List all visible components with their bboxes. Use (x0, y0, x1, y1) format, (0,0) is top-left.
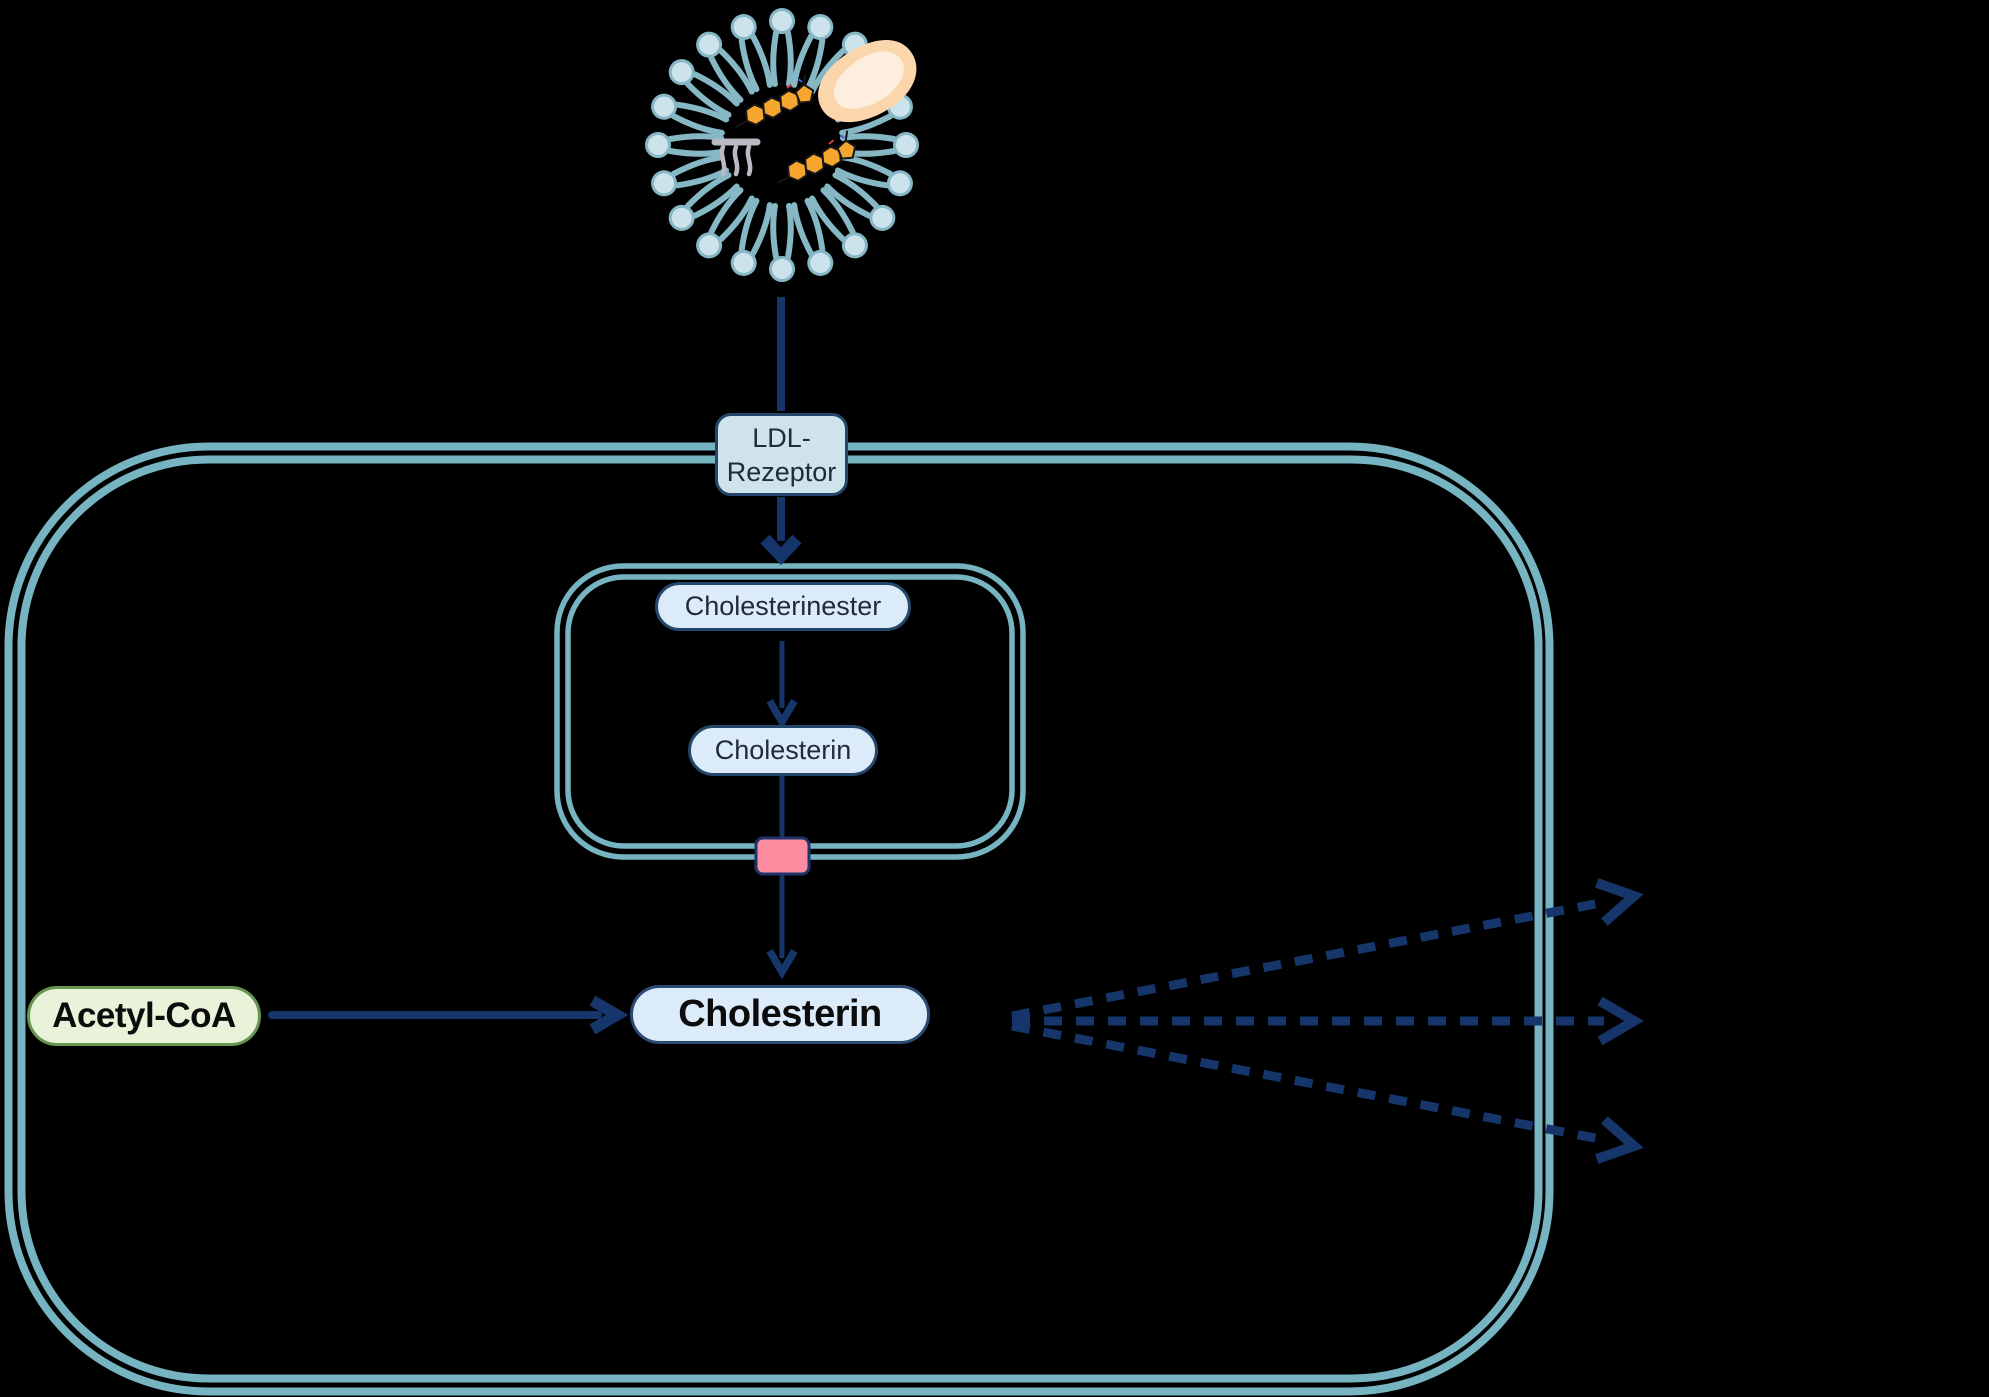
synthesis-arrow (268, 1001, 617, 1030)
acetyl-coa-box: Acetyl-CoA (27, 986, 261, 1046)
apolipoprotein-icon (818, 40, 917, 123)
cholesterin-main-label: Cholesterin (678, 993, 882, 1035)
phospholipid-icon (836, 153, 914, 198)
transporter-icon (754, 836, 811, 876)
cholesterin-endosome-pill: Cholesterin (688, 725, 878, 776)
triglyceride-icon (711, 138, 761, 177)
receptor-entry-arrow (765, 497, 797, 556)
ldl-receptor-line2: Rezeptor (726, 456, 837, 487)
cholesterinester-label: Cholesterinester (684, 591, 882, 621)
dashed-arrow-up (1011, 876, 1638, 1021)
dashed-arrow-middle (1012, 1001, 1634, 1041)
phospholipid-icon (771, 10, 794, 85)
phospholipid-icon (771, 206, 794, 281)
ester-hydrolysis-arrow (770, 641, 795, 722)
phospholipid-icon (729, 13, 774, 91)
phospholipid-icon (650, 92, 728, 137)
cholesterin-endosome-label: Cholesterin (714, 735, 852, 765)
cholesterinester-pill: Cholesterinester (655, 582, 911, 631)
phospholipid-icon (647, 134, 722, 157)
phospholipid-icon (650, 153, 728, 198)
phospholipid-icon (790, 199, 835, 277)
ldl-particle (647, 10, 931, 281)
cholesterin-main-box: Cholesterin (630, 985, 930, 1044)
ldl-receptor-box: LDL- Rezeptor (715, 413, 848, 496)
acetyl-coa-label: Acetyl-CoA (52, 996, 236, 1035)
ldl-receptor-line1: LDL- (752, 422, 811, 453)
phospholipid-icon (729, 199, 774, 277)
dashed-arrow-down (1011, 1021, 1638, 1166)
